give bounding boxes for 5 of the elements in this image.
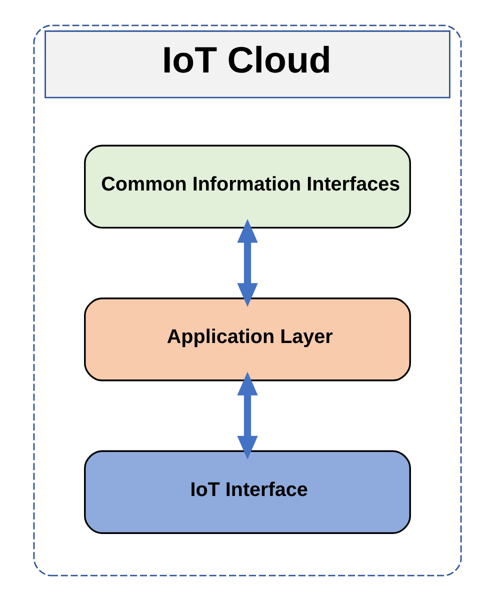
node-box: IoT Interface — [84, 450, 410, 534]
arrow — [236, 219, 258, 307]
node-box: Application Layer — [84, 298, 410, 382]
node-box: Common Information Interfaces — [84, 144, 410, 229]
arrow — [236, 372, 258, 460]
